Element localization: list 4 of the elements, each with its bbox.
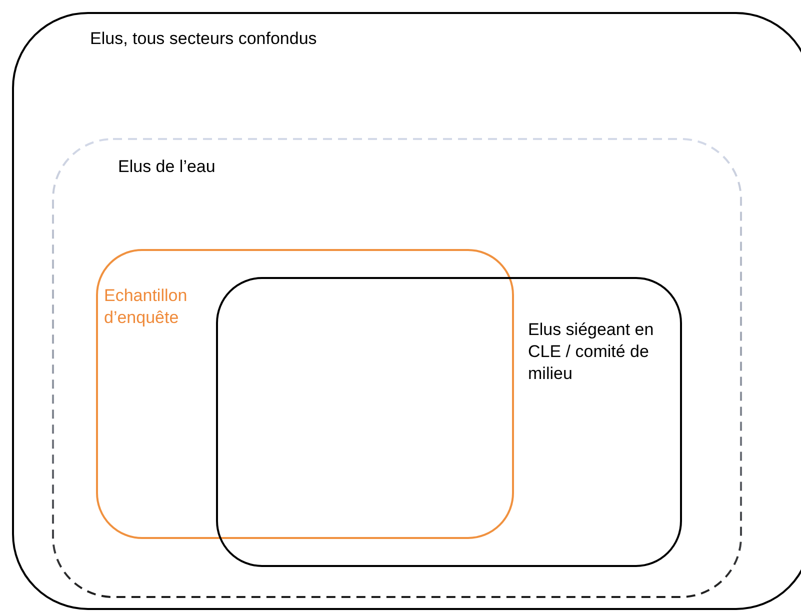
- region-label: Elus de l’eau: [118, 156, 216, 178]
- region-label: Echantillon d’enquête: [104, 285, 188, 329]
- region-label: Elus, tous secteurs confondus: [90, 28, 317, 50]
- region-label: Elus siégeant en CLE / comité de milieu: [528, 319, 655, 385]
